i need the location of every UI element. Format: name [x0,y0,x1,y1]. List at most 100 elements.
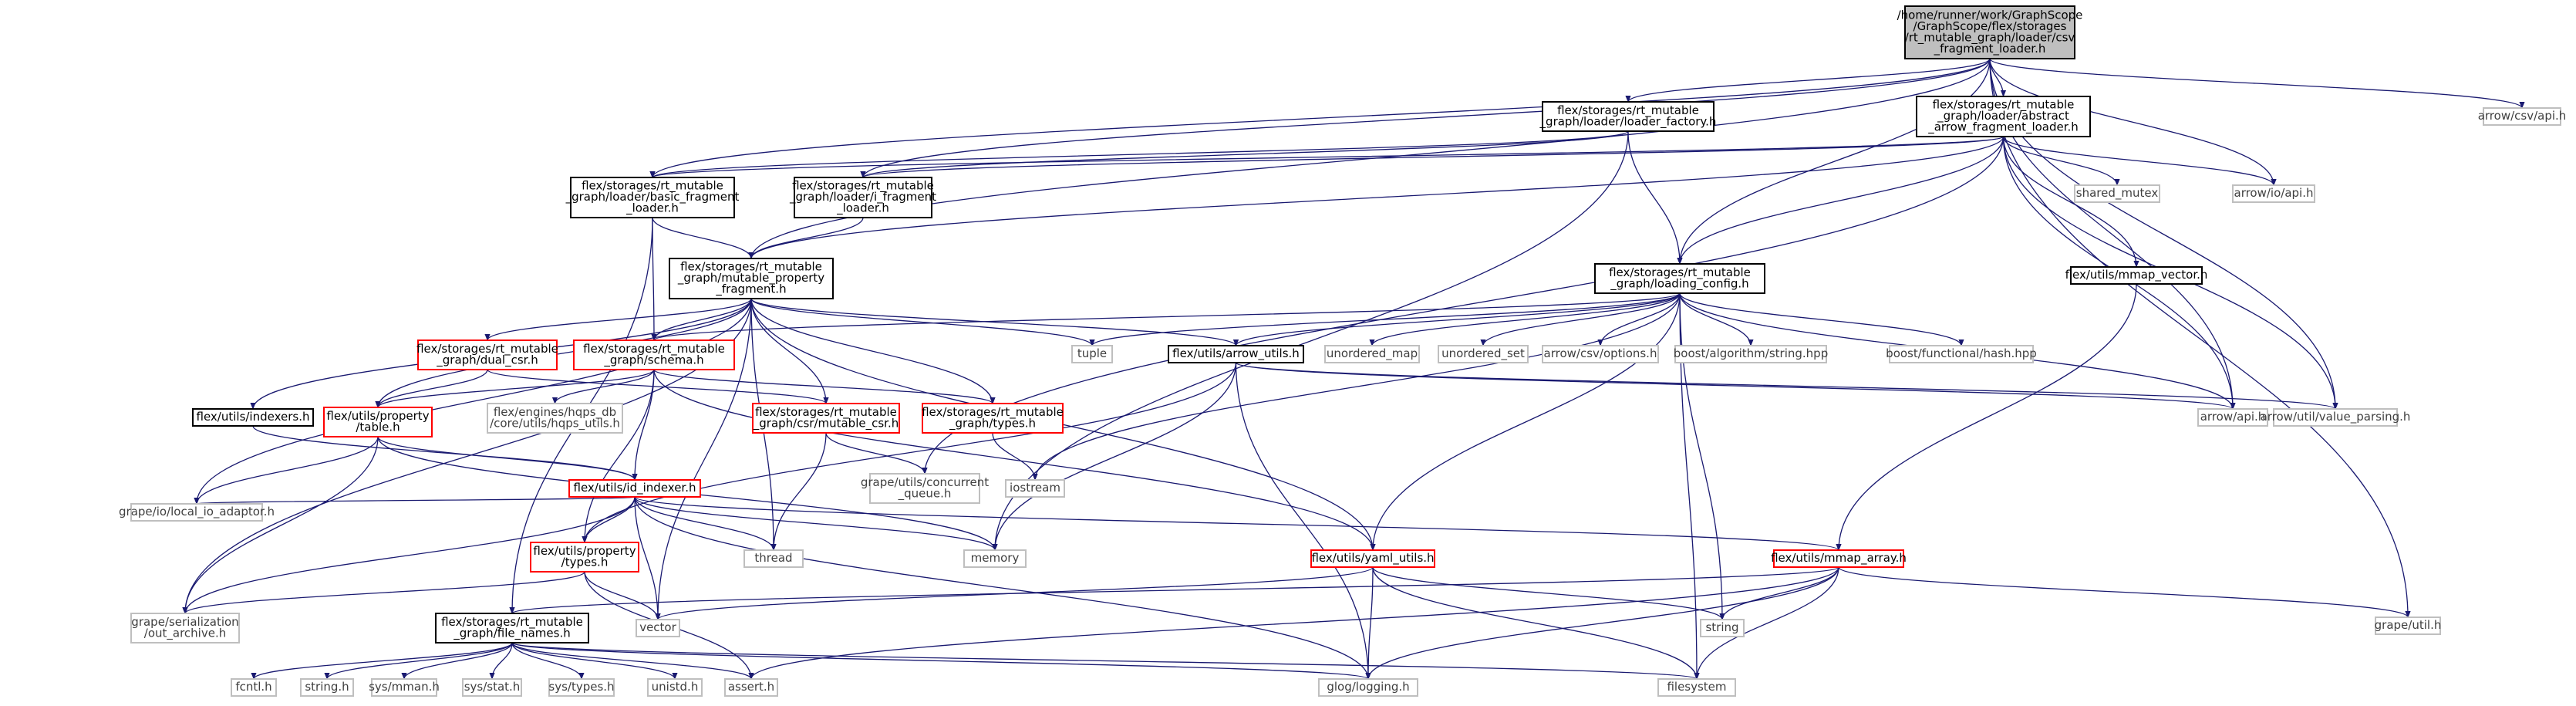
node-mutable_fragment[interactable]: flex/storages/rt_mutable_graph/mutable_p… [669,258,834,299]
edge-dual_csr-to-prop_table [375,369,488,408]
edge-loading_config-to-arrow_utils [1233,292,1681,346]
node-assert: assert.h [724,678,778,697]
node-abstract_loader[interactable]: flex/storages/rt_mutable_graph/loader/ab… [1916,96,2091,137]
node-box [1657,678,1736,697]
node-label-line: flex/storages/rt_mutable [792,179,934,194]
node-basic_loader[interactable]: flex/storages/rt_mutable_graph/loader/ba… [565,177,740,218]
edge-mutable_fragment-to-schema [651,298,752,341]
edge-arrow_utils-to-value_parsing [1235,362,2338,410]
node-label-line: fcntl.h [235,680,271,694]
edge-root-to-arrow_csv_api [1989,58,2525,109]
node-label-line: /home/runner/work/GraphScope [1897,8,2083,22]
edge-id_indexer-to-local_io [194,496,636,505]
node-box [922,403,1064,434]
node-file_names[interactable]: flex/storages/rt_mutable_graph/file_name… [435,613,589,644]
edge-loading_config-to-boost_string [1679,292,1754,346]
node-label-line: arrow/io/api.h [2234,186,2314,200]
edge-loader_factory-to-i_loader [860,130,1629,178]
node-label-line: flex/storages/rt_mutable [582,179,723,194]
node-label-line: string [1705,620,1738,634]
node-label-line: boost/functional/hash.hpp [1886,346,2037,360]
node-box [1916,96,2091,137]
node-i_loader[interactable]: flex/storages/rt_mutable_graph/loader/i_… [789,177,936,218]
node-label-line: flex/storages/rt_mutable [416,342,558,356]
node-loader_factory[interactable]: flex/storages/rt_mutable_graph/loader/lo… [1539,101,1717,132]
node-sys_mman: sys/mman.h [369,678,440,697]
node-box [548,678,615,697]
node-boost_string: boost/algorithm/string.hpp [1674,345,1828,363]
node-mmap_array[interactable]: flex/utils/mmap_array.h [1771,549,1907,568]
node-label-line: _graph/loading_config.h [1610,276,1748,291]
node-box [724,678,778,697]
node-arrow_api: arrow/api.h [2197,408,2268,427]
node-dual_csr[interactable]: flex/storages/rt_mutable_graph/dual_csr.… [416,339,558,370]
edge-mutable_fragment-to-local_io [194,298,752,505]
node-mutable_csr[interactable]: flex/storages/rt_mutable_graph/csr/mutab… [752,403,900,434]
node-box [869,473,980,504]
edge-yaml_utils-to-filesystem [1372,566,1700,680]
node-label-line: _loader.h [625,201,679,216]
node-arrow_csv_api: arrow/csv/api.h [2478,107,2566,126]
edge-id_indexer-to-mmap_array [634,496,1842,551]
node-box [1542,101,1715,132]
node-mmap_vector[interactable]: flex/utils/mmap_vector.h [2065,266,2208,285]
node-label-line: flex/utils/indexers.h [197,410,310,424]
node-label-line: /rt_mutable_graph/loader/csv [1905,30,2075,45]
edge-loader_factory-to-basic_loader [649,130,1629,178]
node-box [435,613,589,644]
node-label-line: _graph/types.h [949,416,1036,431]
node-box [573,339,735,370]
edge-mmap_array-to-glog [1365,566,1839,680]
node-yaml_utils[interactable]: flex/utils/yaml_utils.h [1310,549,1435,568]
node-label-line: flex/storages/rt_mutable [922,405,1064,420]
node-unordered_map: unordered_map [1324,345,1420,363]
node-box [752,403,900,434]
edge-loading_config-to-boost_hash [1679,292,1964,346]
edge-root-to-basic_loader [649,58,1991,178]
edge-prop_table-to-id_indexer [377,436,638,481]
edge-file_names-to-sys_types [511,642,585,680]
node-box [647,678,703,697]
node-label-line: boost/algorithm/string.hpp [1674,346,1828,360]
node-label-line: unordered_set [1441,346,1525,361]
node-arrow_utils[interactable]: flex/utils/arrow_utils.h [1168,345,1304,363]
node-prop_types[interactable]: flex/utils/property/types.h [530,542,639,573]
node-box [130,503,263,522]
edge-abstract_loader-to-loading_config [1677,136,2004,265]
node-label-line: _fragment.h [715,282,786,297]
node-prop_table[interactable]: flex/utils/property/table.h [323,407,433,437]
node-graph_types[interactable]: flex/storages/rt_mutable_graph/types.h [922,403,1064,434]
node-label-line: flex/storages/rt_mutable [1933,98,2075,113]
node-box [2197,408,2268,427]
edge-file_names-to-assert [511,642,754,680]
node-label-line: iostream [1010,481,1060,495]
edge-indexers-to-id_indexer [252,425,638,481]
node-arrow_io_api: arrow/io/api.h [2232,184,2315,203]
edge-loading_config-to-unordered_set [1480,292,1681,346]
node-label-line: flex/storages/rt_mutable [680,260,822,275]
node-box [2232,184,2315,203]
node-sys_types: sys/types.h [548,678,615,697]
edge-abstract_loader-to-basic_loader [650,136,2004,178]
node-box [669,258,834,299]
edge-abstract_loader-to-arrow_io_api [2002,136,2277,186]
node-loading_config[interactable]: flex/storages/rt_mutable_graph/loading_c… [1594,263,1765,294]
node-schema[interactable]: flex/storages/rt_mutable_graph/schema.h [573,339,735,370]
node-indexers[interactable]: flex/utils/indexers.h [192,408,314,427]
node-box [2375,616,2441,635]
node-root[interactable]: /home/runner/work/GraphScope/GraphScope/… [1897,5,2083,59]
node-id_indexer[interactable]: flex/utils/id_indexer.h [568,479,701,498]
node-label-line: flex/utils/mmap_vector.h [2065,268,2208,282]
edge-file_names-to-filesystem [511,642,1700,680]
edge-abstract_loader-to-i_loader [860,136,2004,178]
node-tuple: tuple [1071,345,1113,363]
edge-i_loader-to-mutable_fragment [748,217,864,259]
node-box [1674,345,1827,363]
node-box [963,549,1027,568]
node-label-line: _graph/loader/loader_factory.h [1539,114,1717,129]
node-grape_util: grape/util.h [2375,616,2441,635]
node-label-line: flex/storages/rt_mutable [441,615,583,630]
edge-abstract_loader-to-shared_mutex [2002,136,2120,186]
node-box [323,407,433,437]
node-box [2070,266,2203,285]
